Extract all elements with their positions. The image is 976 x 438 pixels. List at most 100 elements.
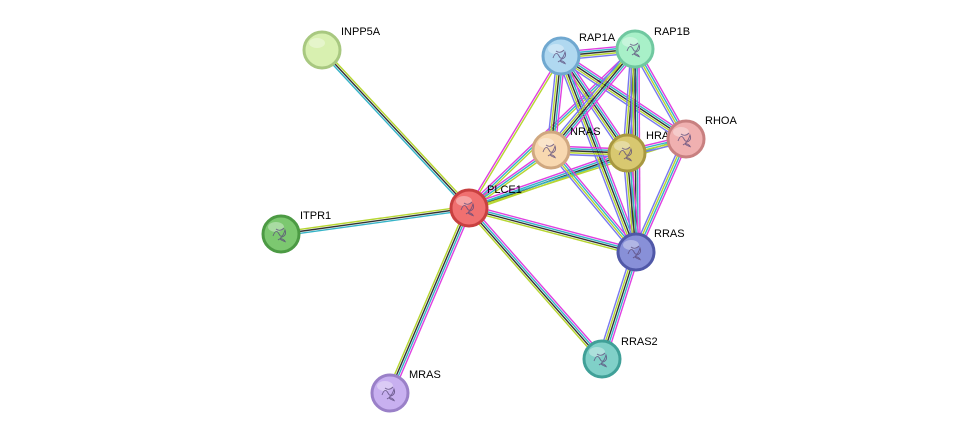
edge-line-textmining	[548, 47, 635, 150]
node-circle[interactable]	[607, 133, 647, 173]
node-label: RHOA	[705, 115, 737, 127]
node-circle[interactable]	[449, 188, 489, 228]
edge-line-experimental	[638, 139, 690, 254]
node-label: NRAS	[570, 126, 601, 138]
edge-line-textmining	[322, 48, 471, 208]
edge-line-coexpression	[388, 207, 469, 393]
edge-line-experimental	[392, 208, 473, 395]
protein-structure-icon	[381, 386, 396, 402]
edge-line-database	[551, 49, 638, 152]
edge-line-coexpression	[560, 55, 687, 140]
edge-line-database	[469, 206, 637, 252]
node-label: RAP1B	[654, 26, 690, 38]
edge-line-homology	[548, 151, 635, 255]
edge-line-experimental	[467, 47, 635, 208]
node-circle[interactable]	[616, 232, 656, 272]
edge-line-textmining	[469, 139, 687, 210]
edge-line-textmining	[386, 206, 467, 393]
edge-line-homology	[632, 137, 684, 252]
node-highlight	[614, 141, 630, 151]
protein-structure-icon	[272, 227, 287, 243]
node-plce1[interactable]: PLCE1	[449, 184, 522, 228]
node-label: MRAS	[409, 369, 441, 381]
node-highlight	[548, 44, 564, 54]
node-highlight	[309, 38, 325, 48]
protein-structure-icon	[618, 146, 633, 162]
node-circle[interactable]	[370, 373, 410, 413]
edge-line-homology	[547, 45, 633, 148]
node-rras[interactable]: RRAS	[616, 228, 685, 272]
protein-structure-icon	[552, 49, 567, 65]
edge-plce1-rap1a[interactable]	[467, 55, 563, 209]
edge-line-database	[281, 209, 470, 237]
node-itpr1[interactable]: ITPR1	[261, 210, 331, 254]
edge-rap1b-nras[interactable]	[547, 45, 639, 154]
edge-line-coexpression	[280, 207, 470, 235]
protein-structure-icon	[677, 132, 692, 148]
node-circle[interactable]	[541, 36, 581, 76]
edge-line-textmining	[634, 138, 686, 252]
node-hras[interactable]: HRAS	[607, 130, 677, 173]
edge-line-database	[320, 50, 469, 210]
edge-line-coexpression	[321, 49, 470, 209]
edge-plce1-rhoa[interactable]	[468, 137, 687, 210]
node-circle[interactable]	[531, 130, 571, 170]
node-highlight	[589, 347, 605, 357]
edge-line-database	[390, 208, 471, 394]
node-circle[interactable]	[615, 29, 655, 69]
edge-line-experimental	[562, 52, 689, 137]
edge-plce1-rras[interactable]	[468, 204, 637, 256]
edge-line-textmining	[468, 210, 636, 256]
edge-line-experimental	[552, 147, 639, 251]
node-inpp5a[interactable]: INPP5A	[302, 26, 381, 70]
node-label: RRAS	[654, 228, 685, 240]
node-rras2[interactable]: RRAS2	[582, 336, 658, 379]
protein-structure-icon	[626, 42, 641, 58]
node-label: RAP1A	[579, 32, 616, 44]
edge-line-textmining	[280, 205, 469, 233]
edge-line-experimental	[470, 205, 605, 358]
edge-line-database	[636, 139, 688, 253]
node-label: ITPR1	[300, 210, 331, 222]
edge-rhoa-rras[interactable]	[632, 137, 690, 254]
node-circle[interactable]	[261, 214, 301, 254]
edge-line-database	[551, 148, 638, 252]
node-label: INPP5A	[341, 26, 381, 38]
edge-line-experimental	[467, 149, 627, 206]
edge-line-homology	[558, 58, 685, 143]
protein-structure-icon	[460, 201, 475, 217]
edge-line-experimental	[467, 55, 561, 208]
node-nras[interactable]: NRAS	[531, 126, 601, 170]
edge-nras-rras[interactable]	[548, 147, 639, 255]
node-highlight	[538, 138, 554, 148]
edge-line-experimental	[469, 204, 637, 250]
protein-structure-icon	[627, 245, 642, 261]
node-rap1a[interactable]: RAP1A	[541, 32, 616, 76]
protein-structure-icon	[593, 352, 608, 368]
node-highlight	[377, 381, 393, 391]
node-circle[interactable]	[666, 119, 706, 159]
node-rap1b[interactable]: RAP1B	[615, 26, 690, 69]
node-highlight	[673, 127, 689, 137]
edge-plce1-rras2[interactable]	[466, 205, 605, 362]
edge-plce1-inpp5a[interactable]	[320, 48, 471, 210]
edge-line-coexpression	[550, 48, 636, 151]
edge-line-textmining	[469, 56, 563, 209]
edge-plce1-itpr1[interactable]	[280, 205, 470, 237]
edge-line-coexpression	[467, 208, 602, 361]
node-circle[interactable]	[302, 30, 342, 70]
node-rhoa[interactable]: RHOA	[666, 115, 737, 159]
edge-plce1-mras[interactable]	[386, 206, 473, 395]
edge-rap1a-rhoa[interactable]	[558, 52, 689, 143]
edge-line-database	[468, 137, 686, 208]
edge-line-database	[469, 206, 604, 359]
edge-line-experimental	[553, 51, 639, 154]
node-mras[interactable]: MRAS	[370, 369, 441, 413]
node-label: RRAS2	[621, 336, 658, 348]
edge-line-textmining	[559, 57, 686, 142]
node-highlight	[622, 37, 638, 47]
node-circle[interactable]	[582, 339, 622, 379]
edge-line-textmining	[466, 209, 601, 362]
node-highlight	[623, 240, 639, 250]
